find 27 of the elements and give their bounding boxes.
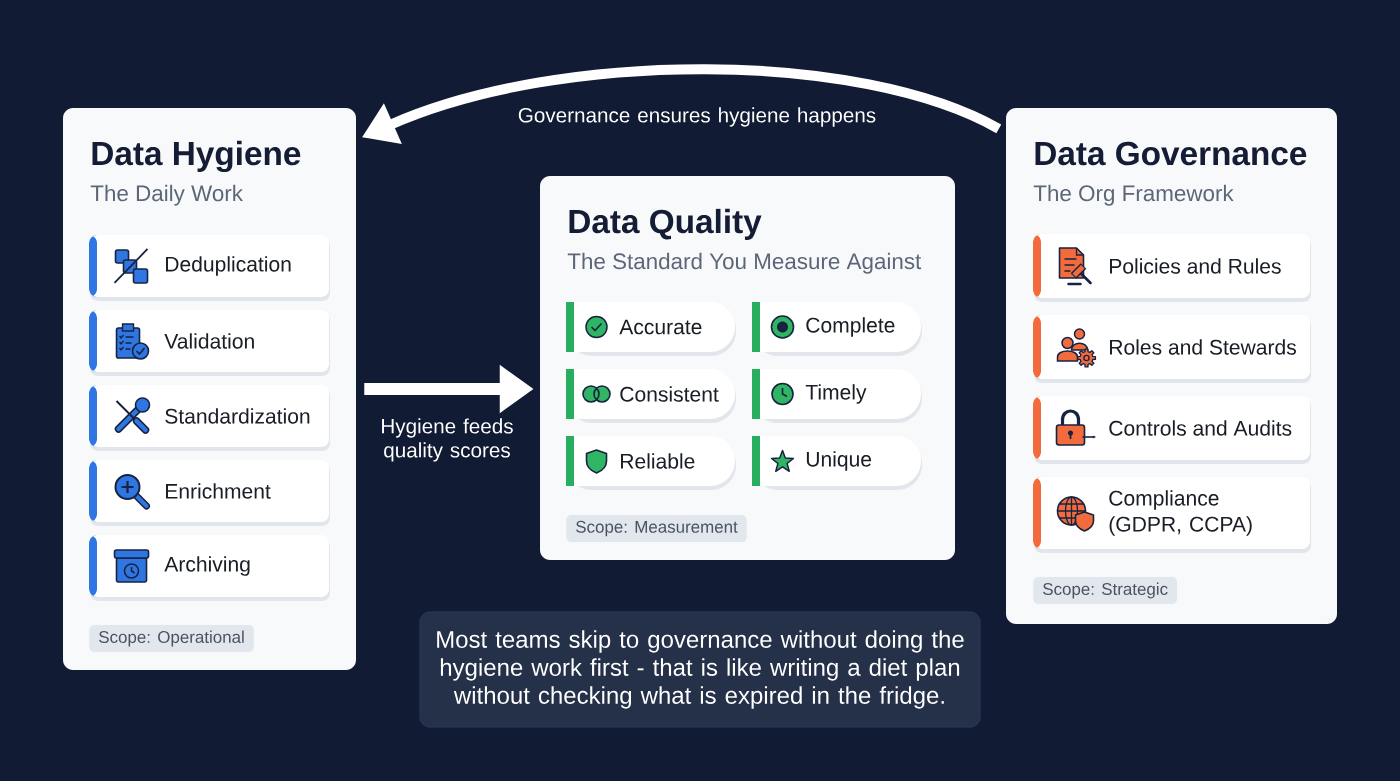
edge-label: Governance ensures hygiene happens (518, 107, 876, 127)
pill-item: Complete (752, 302, 922, 356)
item-card: Archiving (89, 535, 330, 601)
item-card: Policies and Rules (1033, 234, 1311, 302)
scope-tag: Scope: Operational (89, 625, 254, 652)
card-subtitle: The Standard You Measure Against (567, 252, 922, 274)
pill-item: Unique (752, 436, 922, 490)
note-box: Most teams skip to governance without doing the hygiene work first - that is like writing a diet plan without checking what is expired in the fridge. (419, 611, 981, 728)
item-card: Controls and Audits (1033, 396, 1311, 464)
card-title: Data Hygiene (92, 140, 301, 173)
card-subtitle: The Org Framework (1033, 184, 1234, 206)
card-subtitle: The Daily Work (90, 184, 243, 206)
scope-tag: Scope: Strategic (1033, 577, 1178, 604)
edge-label: Hygiene feeds quality scores (382, 418, 513, 462)
card-title: Data Quality (569, 208, 762, 240)
item-card: Deduplication (89, 235, 330, 301)
item-card: Enrichment (89, 460, 330, 526)
item-card: Validation (89, 310, 330, 376)
item-card: Standardization (89, 385, 330, 451)
card-title: Data Governance (1035, 141, 1307, 166)
item-card: Roles and Stewards (1033, 315, 1311, 383)
pill-item: Reliable (566, 436, 736, 490)
pill-item: Consistent (566, 369, 736, 423)
item-card: Compliance (GDPR, CCPA) (1033, 477, 1311, 553)
pill-item: Accurate (566, 302, 736, 356)
scope-tag: Scope: Measurement (566, 515, 747, 542)
pill-item: Timely (752, 369, 922, 423)
